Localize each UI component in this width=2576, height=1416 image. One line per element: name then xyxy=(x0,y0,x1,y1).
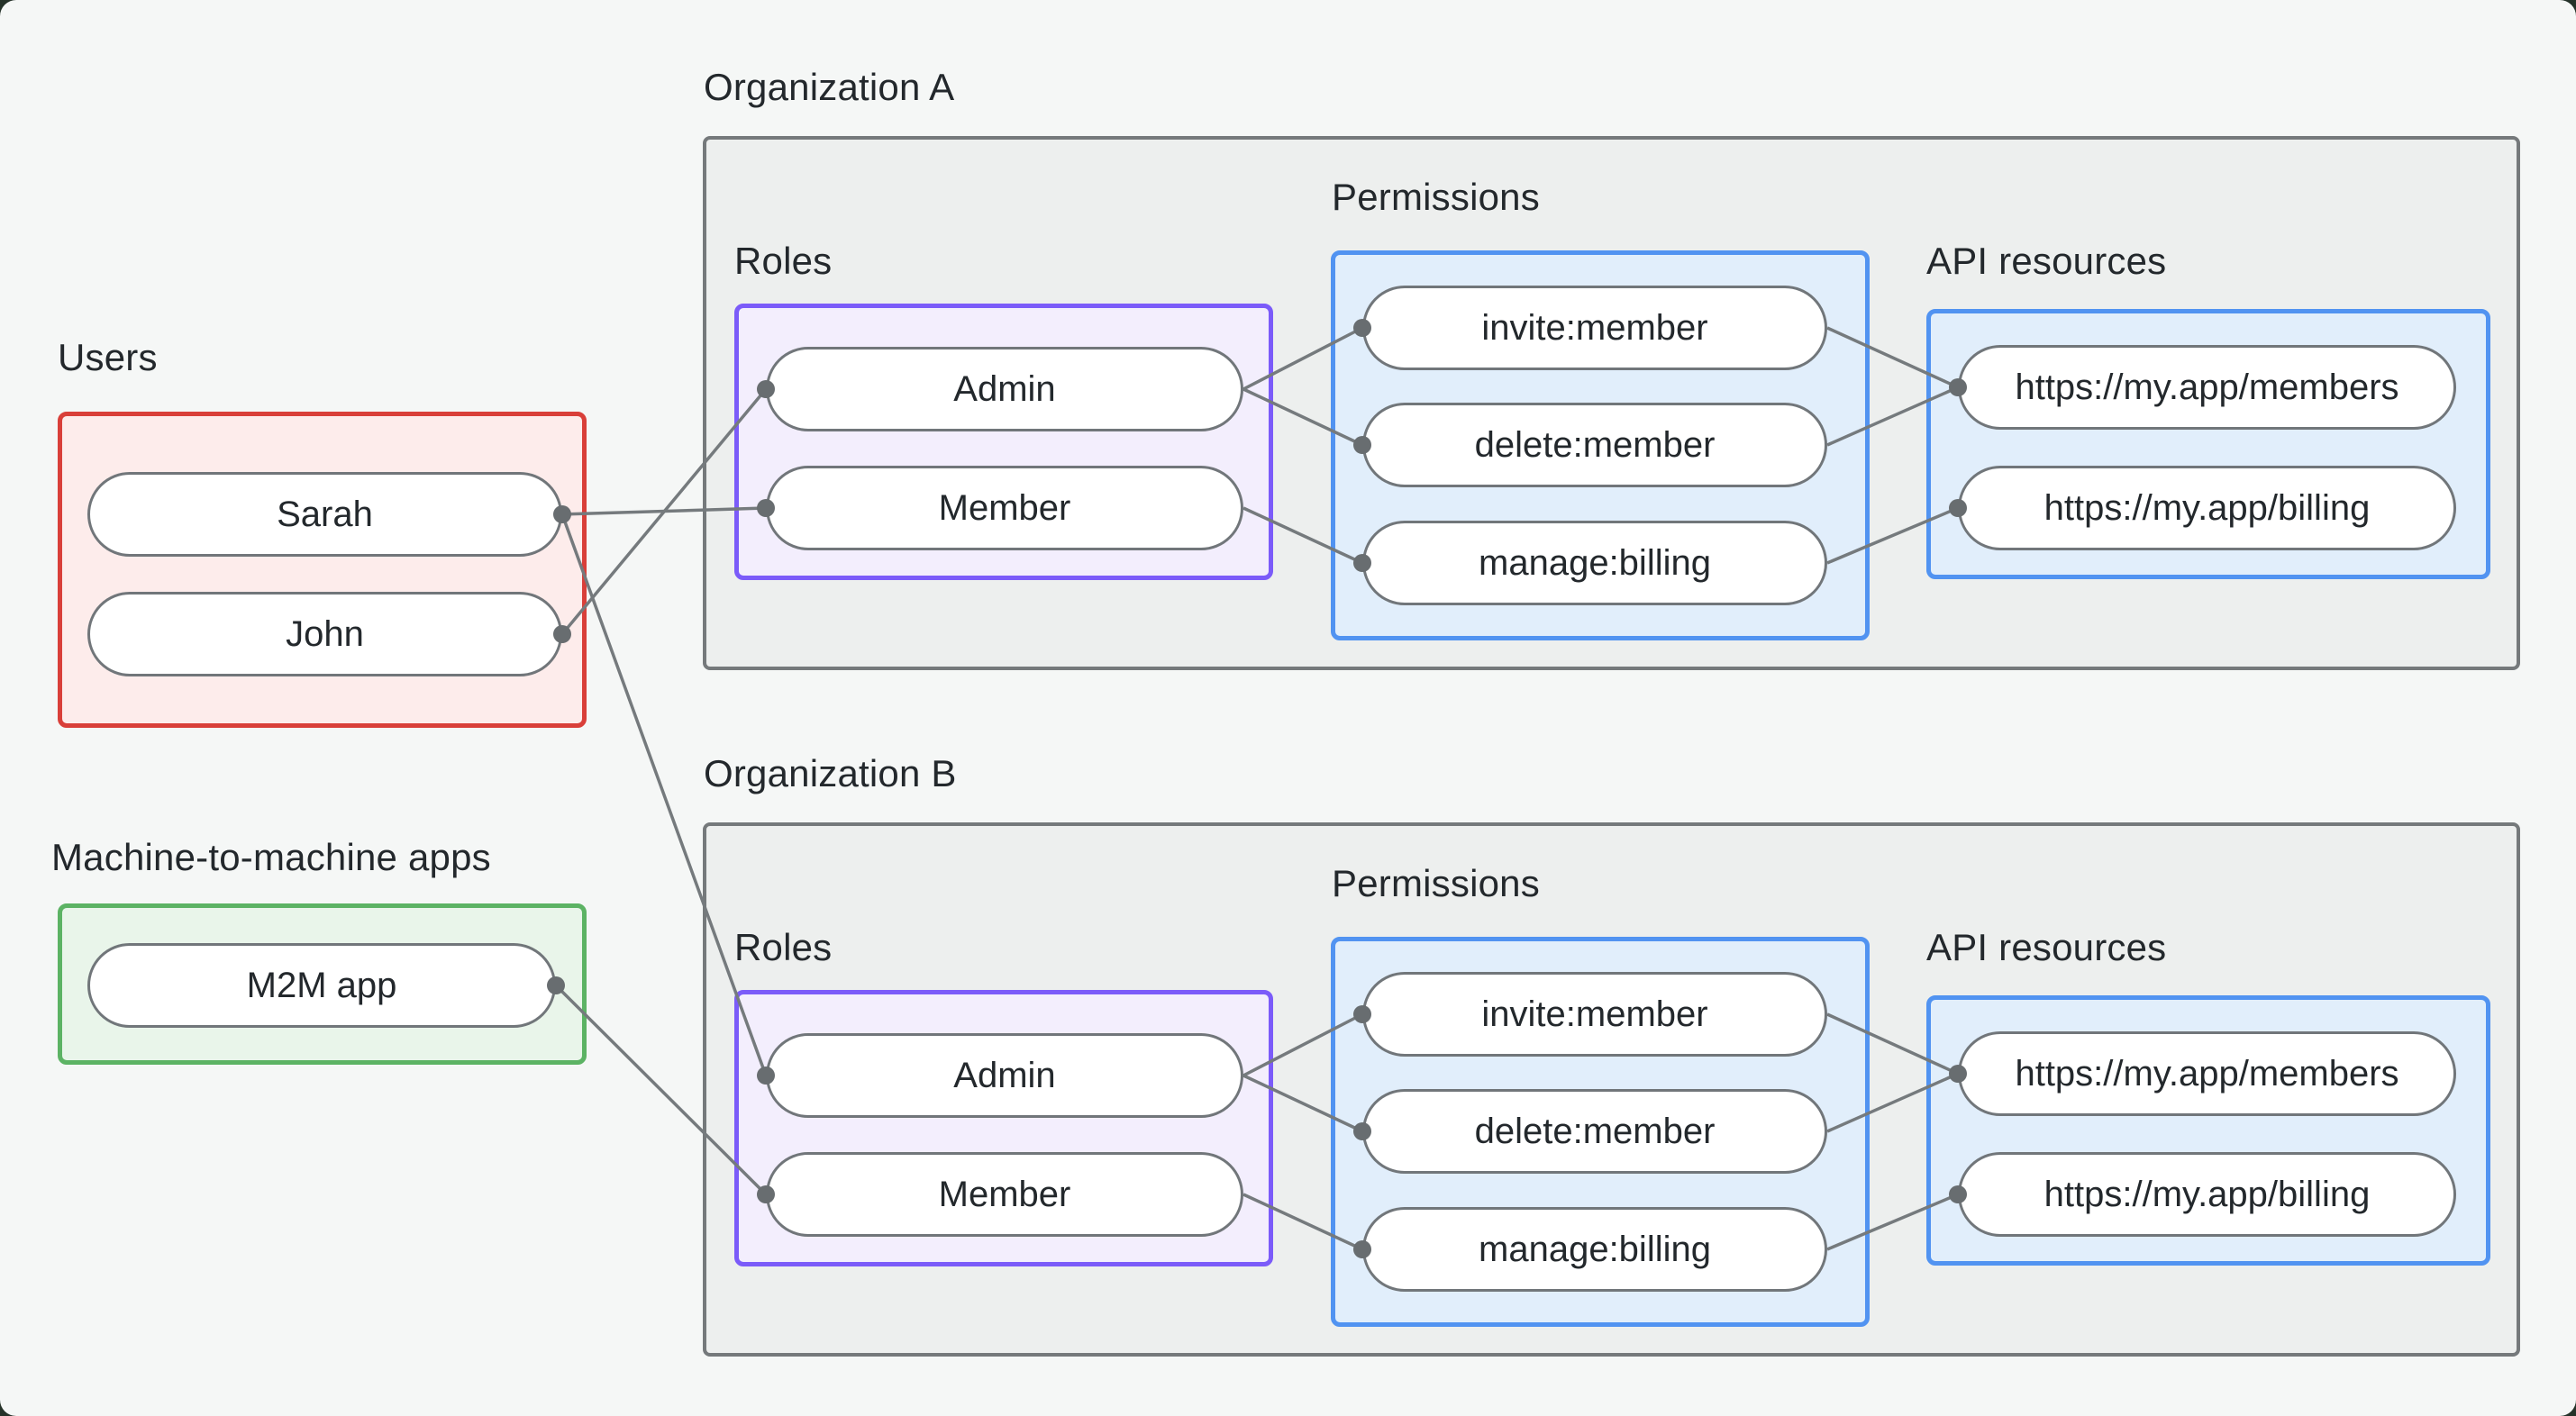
group-label-orgA: Organization A xyxy=(704,66,955,108)
node-pill-memberA: Member xyxy=(766,466,1243,550)
group-label-rolesA: Roles xyxy=(734,240,833,282)
group-label-users: Users xyxy=(58,336,158,378)
group-label-orgB: Organization B xyxy=(704,752,957,794)
node-pill-billingB: https://my.app/billing xyxy=(1958,1152,2456,1237)
group-label-permsB: Permissions xyxy=(1332,862,1540,904)
node-pill-m2m_app: M2M app xyxy=(87,943,556,1028)
group-label-m2m: Machine-to-machine apps xyxy=(51,836,491,878)
group-label-permsA: Permissions xyxy=(1332,176,1540,218)
node-pill-membersA: https://my.app/members xyxy=(1958,345,2456,430)
node-pill-sarah: Sarah xyxy=(87,472,562,557)
group-label-apiA: API resources xyxy=(1926,240,2167,282)
node-pill-adminA: Admin xyxy=(766,347,1243,431)
node-pill-inviteB: invite:member xyxy=(1362,972,1827,1057)
group-box-users xyxy=(58,412,587,728)
group-label-apiB: API resources xyxy=(1926,926,2167,968)
group-label-rolesB: Roles xyxy=(734,926,833,968)
node-pill-manageA: manage:billing xyxy=(1362,521,1827,605)
node-pill-membersB: https://my.app/members xyxy=(1958,1031,2456,1116)
node-pill-manageB: manage:billing xyxy=(1362,1207,1827,1292)
node-pill-deleteA: delete:member xyxy=(1362,403,1827,487)
node-pill-deleteB: delete:member xyxy=(1362,1089,1827,1174)
node-pill-billingA: https://my.app/billing xyxy=(1958,466,2456,550)
node-pill-memberB: Member xyxy=(766,1152,1243,1237)
node-pill-john: John xyxy=(87,592,562,676)
node-pill-inviteA: invite:member xyxy=(1362,286,1827,370)
node-pill-adminB: Admin xyxy=(766,1033,1243,1118)
